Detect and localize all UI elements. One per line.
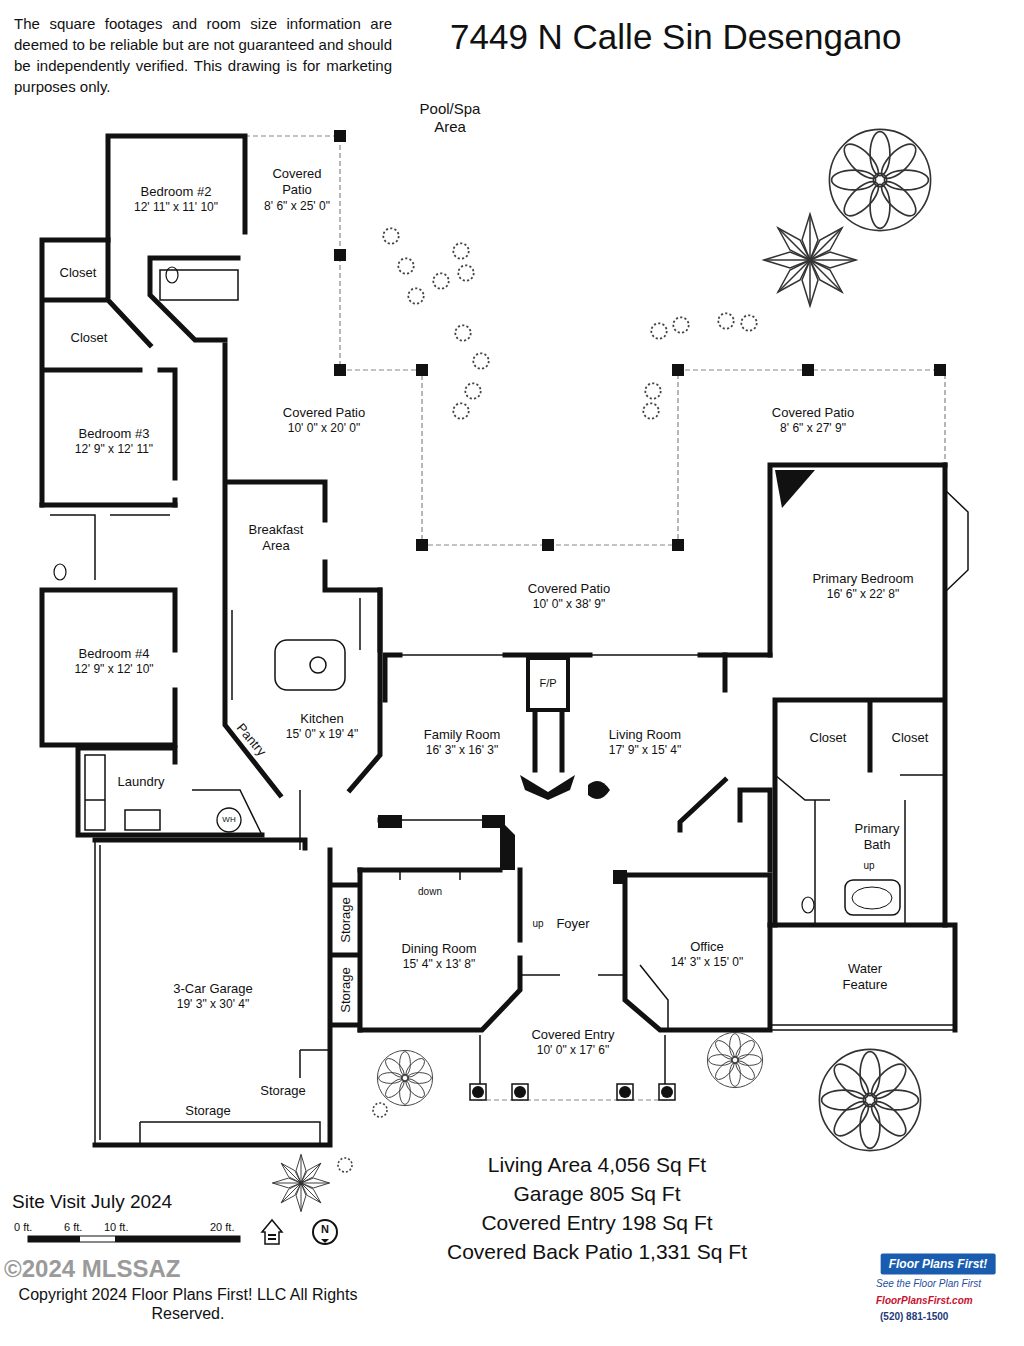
room-dimension: 12' 9" x 12' 10" bbox=[74, 663, 153, 678]
room: 3-Car Garage19' 3" x 30' 4" bbox=[173, 981, 252, 1012]
room-name: Closet bbox=[60, 265, 97, 281]
plan-label: F/P bbox=[539, 677, 556, 690]
room-name: Office bbox=[671, 939, 743, 955]
room-name: Living Room bbox=[609, 727, 681, 743]
room: Water Feature bbox=[839, 961, 891, 994]
room-name: Closet bbox=[810, 730, 847, 746]
room-name: Covered Patio bbox=[283, 405, 365, 421]
plan-label: Covered Back Patio 1,331 Sq Ft bbox=[447, 1239, 747, 1264]
plan-label: (520) 881-1500 bbox=[880, 1311, 948, 1323]
room: Laundry bbox=[118, 774, 165, 790]
room: Storage bbox=[338, 967, 354, 1013]
room: Covered Patio10' 0" x 38' 9" bbox=[528, 581, 610, 612]
room-name: Primary Bedroom bbox=[812, 571, 913, 587]
room: Covered Patio8' 6" x 25' 0" bbox=[264, 166, 330, 214]
room-name: Bedroom #3 bbox=[75, 426, 153, 442]
room: Foyer bbox=[556, 916, 589, 932]
plan-label: Living Area 4,056 Sq Ft bbox=[488, 1152, 706, 1177]
room: Living Room17' 9" x 15' 4" bbox=[609, 727, 681, 758]
room: Breakfast Area bbox=[241, 522, 311, 555]
room: Primary Bath bbox=[851, 821, 903, 854]
room-name: Floor Plans First! bbox=[889, 1257, 988, 1272]
room-name: Family Room bbox=[424, 727, 501, 743]
room-name: Storage bbox=[185, 1103, 231, 1119]
room: Dining Room15' 4" x 13' 8" bbox=[401, 941, 476, 972]
room-name: Covered Patio bbox=[528, 581, 610, 597]
room-name: Foyer bbox=[556, 916, 589, 932]
room: Covered Patio8' 6" x 27' 9" bbox=[772, 405, 854, 436]
room-dimension: 15' 4" x 13' 8" bbox=[401, 958, 476, 973]
room: Primary Bedroom16' 6" x 22' 8" bbox=[812, 571, 913, 602]
room-dimension: 19' 3" x 30' 4" bbox=[173, 998, 252, 1013]
room-name: Storage bbox=[338, 967, 354, 1013]
plan-label: Site Visit July 2024 bbox=[12, 1191, 172, 1214]
room-name: Storage bbox=[260, 1083, 306, 1099]
room: Closet bbox=[71, 330, 108, 346]
room-name: Bedroom #2 bbox=[134, 184, 218, 200]
room-name: Laundry bbox=[118, 774, 165, 790]
room: Closet bbox=[60, 265, 97, 281]
plan-label: See the Floor Plan First bbox=[876, 1278, 981, 1290]
room-dimension: 17' 9" x 15' 4" bbox=[609, 744, 681, 759]
plan-label: Covered Entry 198 Sq Ft bbox=[481, 1210, 712, 1235]
room-dimension: 10' 0" x 20' 0" bbox=[283, 422, 365, 437]
room-dimension: 15' 0" x 19' 4" bbox=[286, 728, 358, 743]
plan-title: 7449 N Calle Sin Desengano bbox=[450, 16, 901, 58]
room: Office14' 3" x 15' 0" bbox=[671, 939, 743, 970]
room-dimension: 16' 3" x 16' 3" bbox=[424, 744, 501, 759]
room: Family Room16' 3" x 16' 3" bbox=[424, 727, 501, 758]
room: Bedroom #412' 9" x 12' 10" bbox=[74, 646, 153, 677]
plan-label: 10 ft. bbox=[104, 1221, 128, 1234]
room-name: Covered Entry bbox=[531, 1027, 614, 1043]
plan-label: Garage 805 Sq Ft bbox=[514, 1181, 681, 1206]
room-name: Pantry bbox=[233, 720, 270, 759]
room-dimension: 12' 9" x 12' 11" bbox=[75, 443, 153, 458]
room: Storage bbox=[185, 1103, 231, 1119]
plan-label: up bbox=[532, 918, 543, 930]
room-name: Covered Patio bbox=[266, 166, 328, 199]
room-dimension: 10' 0" x 38' 9" bbox=[528, 598, 610, 613]
plan-label: up bbox=[863, 860, 874, 872]
room-name: Primary Bath bbox=[851, 821, 903, 854]
room: Bedroom #312' 9" x 12' 11" bbox=[75, 426, 153, 457]
plan-label: FloorPlansFirst.com bbox=[876, 1295, 973, 1307]
room-name: Water Feature bbox=[839, 961, 891, 994]
room-dimension: 16' 6" x 22' 8" bbox=[812, 588, 913, 603]
room-name: Covered Patio bbox=[772, 405, 854, 421]
room: Closet bbox=[810, 730, 847, 746]
room-name: 3-Car Garage bbox=[173, 981, 252, 997]
plan-label: WH bbox=[222, 815, 235, 825]
room: Kitchen15' 0" x 19' 4" bbox=[286, 711, 358, 742]
room-dimension: 8' 6" x 25' 0" bbox=[264, 199, 330, 214]
plan-label: Pool/Spa Area bbox=[410, 100, 490, 136]
room-dimension: 10' 0" x 17' 6" bbox=[531, 1044, 614, 1059]
room-name: Storage bbox=[338, 897, 354, 943]
room-dimension: 8' 6" x 27' 9" bbox=[772, 422, 854, 437]
plan-label: 20 ft. bbox=[210, 1221, 234, 1234]
plan-label: N bbox=[321, 1223, 329, 1236]
room-dimension: 12' 11" x 11' 10" bbox=[134, 201, 218, 216]
room: Covered Entry10' 0" x 17' 6" bbox=[531, 1027, 614, 1058]
plan-label: The square footages and room size inform… bbox=[14, 13, 392, 97]
room-name: Breakfast Area bbox=[241, 522, 311, 555]
room: Storage bbox=[338, 897, 354, 943]
plan-label: 0 ft. bbox=[14, 1221, 32, 1234]
room: Bedroom #212' 11" x 11' 10" bbox=[134, 184, 218, 215]
room-name: Closet bbox=[892, 730, 929, 746]
room-name: Closet bbox=[71, 330, 108, 346]
plan-label: 6 ft. bbox=[64, 1221, 82, 1234]
room: Covered Patio10' 0" x 20' 0" bbox=[283, 405, 365, 436]
room: Pantry bbox=[233, 720, 270, 759]
room: Storage bbox=[260, 1083, 306, 1099]
room-name: Kitchen bbox=[286, 711, 358, 727]
plan-label: ©2024 MLSSAZ bbox=[4, 1255, 180, 1284]
plan-label: down bbox=[418, 886, 442, 898]
room: Closet bbox=[892, 730, 929, 746]
room-name: Dining Room bbox=[401, 941, 476, 957]
plan-label: Copyright 2024 Floor Plans First! LLC Al… bbox=[18, 1285, 358, 1323]
room-dimension: 14' 3" x 15' 0" bbox=[671, 956, 743, 971]
room-name: Bedroom #4 bbox=[74, 646, 153, 662]
logo-box: Floor Plans First! bbox=[881, 1254, 996, 1275]
